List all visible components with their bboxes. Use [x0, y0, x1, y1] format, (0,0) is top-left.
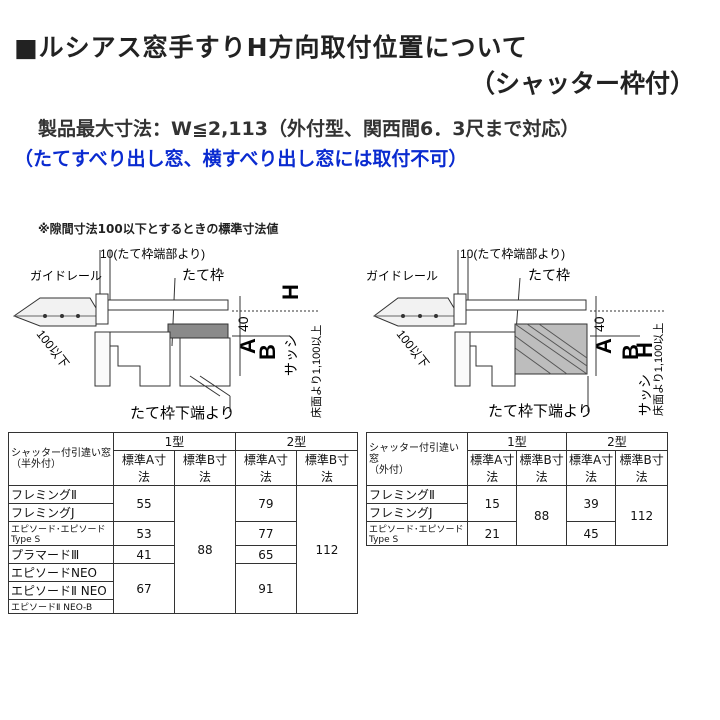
- diagram-left: 10(たて枠端部より) ガイドレール たて枠 40 A B サッシ H 床面より…: [12, 246, 323, 422]
- col-a-header: 標準A寸法: [466, 450, 518, 486]
- dimension-note: ※隙間寸法100以下とするときの標準寸法値: [38, 222, 279, 236]
- frame-bottom-label: たて枠下端より: [130, 405, 235, 422]
- sash-label: サッシ: [283, 334, 299, 376]
- col-b-header: 標準B寸法: [173, 450, 236, 486]
- col-b-header: 標準B寸法: [295, 450, 359, 486]
- table-header-type: シャッター付引違い窓 （半外付）: [8, 432, 114, 486]
- label-h-r: H: [632, 342, 657, 358]
- dim-1100-label: 床面より1,100以上: [309, 325, 323, 418]
- label-a-r: A: [591, 338, 616, 354]
- dim-40-label: 40: [235, 316, 251, 332]
- table-row: エピソードⅡ NEO-B: [8, 599, 358, 614]
- col-a-header: 標準A寸法: [113, 450, 175, 486]
- dim-1100-label-r: 床面より1,100以上: [651, 323, 665, 416]
- type2-header: 2型: [234, 432, 359, 451]
- dim-40-label-r: 40: [591, 316, 607, 332]
- type2-header: 2型: [565, 432, 669, 451]
- page-title: ■ルシアス窓手すりH方向取付位置について: [14, 33, 528, 62]
- label-a: A: [235, 338, 260, 354]
- frame-bottom-label-r: たて枠下端より: [488, 403, 593, 420]
- dim-100-label: 100以下: [34, 327, 72, 370]
- table-header-type: シャッター付引違い窓 （外付）: [366, 432, 468, 486]
- table-row: エピソード･エピソードType S 53 77: [8, 521, 358, 546]
- label-h: H: [278, 284, 303, 300]
- table-row: プラマードⅢ 41 65: [8, 545, 358, 564]
- guide-rail-label-r: ガイドレール: [366, 269, 438, 283]
- dimension-table-external: シャッター付引違い窓 （外付） 1型 2型 標準A寸法 標準B寸法 標準A寸法 …: [366, 432, 669, 546]
- installation-diagrams: 10(たて枠端部より) ガイドレール たて枠 40 A B サッシ H 床面より…: [12, 246, 665, 422]
- dimension-table-semi-external: シャッター付引違い窓 （半外付） 1型 2型 標準A寸法 標準B寸法 標準A寸法…: [8, 432, 359, 614]
- col-b-header: 標準B寸法: [615, 450, 668, 486]
- col-a-header: 標準A寸法: [565, 450, 617, 486]
- page-subtitle: （シャッター枠付）: [470, 69, 696, 98]
- frame-label: たて枠: [182, 267, 224, 283]
- table-row: エピソードNEO 67 91: [8, 563, 358, 614]
- product-spec: 製品最大寸法：W≦2,113（外付型、関西間6．3尺まで対応）: [38, 118, 580, 140]
- type1-header: 1型: [467, 432, 567, 451]
- label-b: B: [255, 344, 280, 360]
- table-row: フレミングJ: [366, 503, 668, 522]
- col-a-header: 標準A寸法: [234, 450, 297, 486]
- label-b-r: B: [618, 344, 643, 360]
- diagram-right: 10(たて枠端部より) ガイドレール たて枠 40 A B サッシ H 床面より…: [366, 246, 665, 420]
- type1-header: 1型: [113, 432, 236, 451]
- guide-rail-label: ガイドレール: [30, 269, 102, 283]
- dim-100-label-r: 100以下: [394, 327, 432, 370]
- col-b-header: 標準B寸法: [516, 450, 567, 486]
- table-row: フレミングⅡ 15 88 39 112: [366, 485, 668, 546]
- frame-label-r: たて枠: [528, 267, 570, 283]
- dim-top-label-r: 10(たて枠端部より): [460, 246, 565, 261]
- table-row: フレミングⅡ 55 88 79 112: [8, 485, 359, 614]
- warning-note: （たてすべり出し窓、横すべり出し窓には取付不可）: [14, 148, 468, 170]
- table-row: エピソード･エピソードType S 21 45: [366, 521, 668, 546]
- dim-top-label: 10(たて枠端部より): [100, 246, 205, 261]
- sash-label-r: サッシ: [637, 374, 653, 416]
